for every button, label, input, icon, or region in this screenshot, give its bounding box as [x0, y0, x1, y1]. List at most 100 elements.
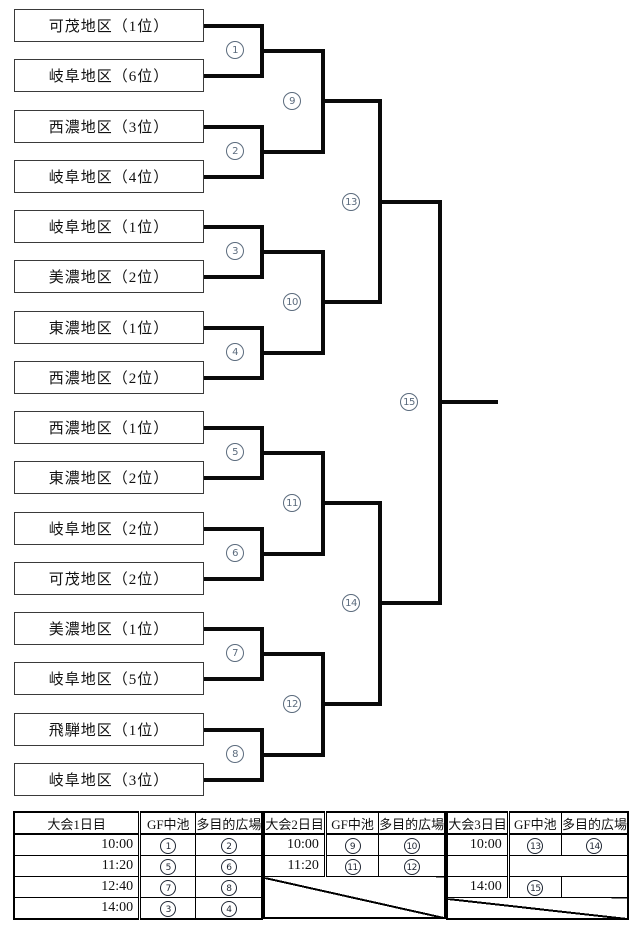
venue2-header: 多目的広場	[560, 811, 629, 835]
match-number-circle: 1	[226, 41, 244, 59]
venue1-header: GF中池	[324, 811, 380, 835]
match-number-circle: 4	[226, 343, 244, 361]
day1-header: 大会1日目	[13, 811, 142, 835]
bracket-line	[204, 74, 262, 78]
match-number-circle: 1	[160, 837, 177, 854]
team-box: 美濃地区（2位）	[14, 260, 204, 293]
team-box: 岐阜地区（4位）	[14, 160, 204, 193]
unused-slot-diagonal	[263, 876, 446, 919]
match-number-circle: 7	[226, 644, 244, 662]
empty-cell	[560, 876, 629, 898]
team-box: 可茂地区（2位）	[14, 562, 204, 595]
schedule-day3-table: 大会3日目 GF中池 多目的広場 10:00 13 14 14:00 15	[446, 811, 629, 920]
time-cell: 10:00	[446, 833, 510, 856]
bracket-line	[262, 552, 325, 556]
time-cell: 10:00	[13, 833, 142, 856]
match-cell: 10	[378, 833, 446, 856]
team-box: 岐阜地区（1位）	[14, 210, 204, 243]
match-number-circle: 15	[527, 879, 544, 896]
bracket-line	[262, 652, 325, 656]
time-cell	[446, 855, 510, 877]
bracket-line	[204, 426, 262, 430]
bracket-line	[204, 677, 262, 681]
bracket-line	[262, 250, 325, 254]
match-cell: 8	[195, 876, 263, 898]
match-cell: 1	[139, 833, 197, 856]
bracket-line	[204, 778, 262, 782]
table-row	[446, 897, 629, 920]
match-cell: 5	[139, 855, 197, 877]
table-row	[446, 855, 629, 877]
empty-cell	[507, 855, 629, 877]
bracket-line	[204, 326, 262, 330]
unused-slot-diagonal	[446, 897, 629, 920]
bracket-line	[262, 451, 325, 455]
match-cell: 12	[378, 855, 446, 877]
team-box: 飛騨地区（1位）	[14, 713, 204, 746]
table-row: 10:00 9 10	[263, 833, 446, 856]
bracket-line	[323, 501, 382, 505]
team-box: 東濃地区（1位）	[14, 311, 204, 344]
bracket-line	[380, 601, 442, 605]
match-cell: 3	[139, 897, 197, 920]
match-number-circle: 10	[283, 293, 301, 311]
team-box: 西濃地区（2位）	[14, 361, 204, 394]
bracket-line	[204, 627, 262, 631]
venue2-header: 多目的広場	[378, 811, 446, 835]
team-box: 西濃地区（3位）	[14, 110, 204, 143]
table-row: 12:40 7 8	[13, 876, 263, 898]
match-number-circle: 7	[160, 879, 177, 896]
bracket-line	[323, 702, 382, 706]
match-number-circle: 4	[220, 900, 237, 917]
schedule-area: 大会1日目 GF中池 多目的広場 10:00 1 2 11:20 5 6 12:…	[13, 811, 629, 920]
day3-header: 大会3日目	[446, 811, 510, 835]
match-number-circle: 11	[283, 494, 301, 512]
team-box: 西濃地区（1位）	[14, 411, 204, 444]
time-cell: 12:40	[13, 876, 142, 898]
team-box: 可茂地区（1位）	[14, 9, 204, 42]
match-cell: 11	[324, 855, 380, 877]
match-number-circle: 14	[586, 837, 603, 854]
match-cell: 4	[195, 897, 263, 920]
bracket-line	[204, 728, 262, 732]
table-row: 14:00 3 4	[13, 897, 263, 920]
match-number-circle: 6	[220, 858, 237, 875]
team-box: 東濃地区（2位）	[14, 461, 204, 494]
match-cell: 9	[324, 833, 380, 856]
time-cell: 14:00	[13, 897, 142, 920]
time-cell: 11:20	[13, 855, 142, 877]
bracket-line	[204, 527, 262, 531]
time-cell: 14:00	[446, 876, 510, 898]
venue1-header: GF中池	[507, 811, 562, 835]
schedule-day1-table: 大会1日目 GF中池 多目的広場 10:00 1 2 11:20 5 6 12:…	[13, 811, 264, 920]
match-number-circle: 5	[160, 858, 177, 875]
bracket-line	[380, 200, 442, 204]
table-row: 10:00 13 14	[446, 833, 629, 856]
match-number-circle: 3	[226, 242, 244, 260]
match-number-circle: 8	[226, 745, 244, 763]
schedule-day2-table: 大会2日目 GF中池 多目的広場 10:00 9 10 11:20 11 12	[263, 811, 447, 919]
team-box: 岐阜地区（5位）	[14, 662, 204, 695]
table-row	[263, 876, 446, 919]
team-box: 岐阜地区（6位）	[14, 59, 204, 92]
match-number-circle: 6	[226, 544, 244, 562]
match-number-circle: 5	[226, 443, 244, 461]
bracket-line	[440, 400, 498, 404]
match-number-circle: 8	[220, 879, 237, 896]
bracket-line	[204, 24, 262, 28]
match-cell: 15	[507, 876, 562, 898]
table-row: 10:00 1 2	[13, 833, 263, 856]
match-number-circle: 12	[283, 695, 301, 713]
match-cell: 14	[560, 833, 629, 856]
bracket-line	[262, 49, 325, 53]
bracket-line	[204, 376, 262, 380]
match-number-circle: 14	[342, 594, 360, 612]
time-cell: 11:20	[263, 855, 327, 877]
bracket-line	[204, 225, 262, 229]
table-row: 11:20 5 6	[13, 855, 263, 877]
bracket-line	[262, 150, 325, 154]
table-row: 14:00 15	[446, 876, 629, 898]
team-box: 美濃地区（1位）	[14, 612, 204, 645]
match-number-circle: 2	[226, 142, 244, 160]
